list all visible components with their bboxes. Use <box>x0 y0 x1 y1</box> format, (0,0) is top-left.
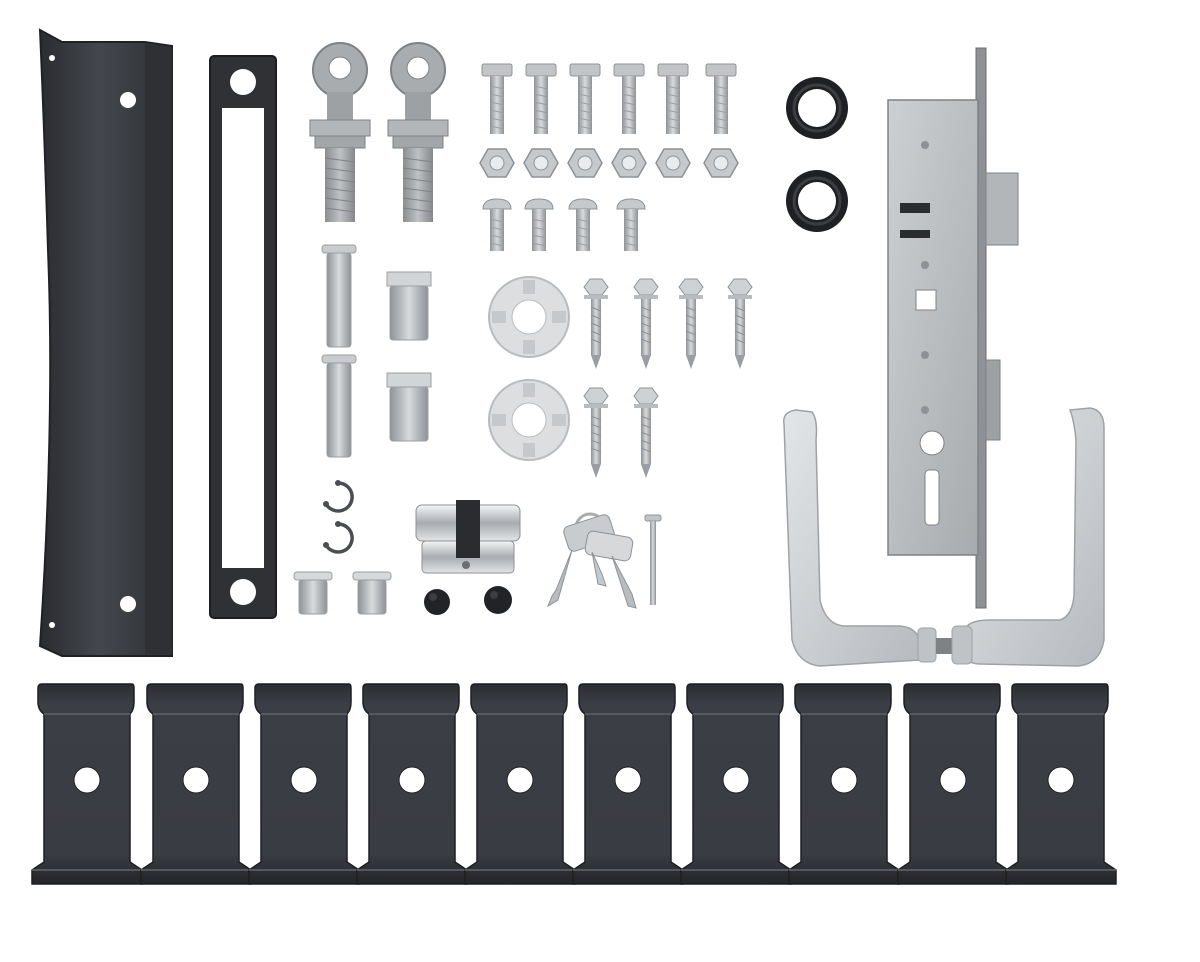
spacer-washers <box>488 276 570 461</box>
self-drilling-screws <box>583 278 753 479</box>
round-head-bolts <box>482 198 646 252</box>
mounting-clips <box>31 683 1117 885</box>
hinge-bushings <box>386 271 432 442</box>
eye-bolt-right <box>387 42 449 223</box>
pin <box>644 514 662 605</box>
lever-handle-left <box>783 409 952 667</box>
rubber-rings <box>784 75 850 234</box>
rivet-nuts <box>293 571 392 615</box>
lever-handle-right <box>951 407 1105 667</box>
mortise-lock <box>887 47 1019 609</box>
hex-nuts <box>479 148 739 178</box>
circlips <box>321 478 354 554</box>
hinge-pins <box>321 244 357 458</box>
cover-caps <box>424 586 512 615</box>
eye-bolt-left <box>309 42 371 223</box>
lock-cylinder <box>415 500 521 574</box>
hex-bolts <box>481 63 737 135</box>
handle-frame <box>209 55 277 619</box>
keys <box>546 512 637 609</box>
gate-post-profile <box>38 28 173 657</box>
